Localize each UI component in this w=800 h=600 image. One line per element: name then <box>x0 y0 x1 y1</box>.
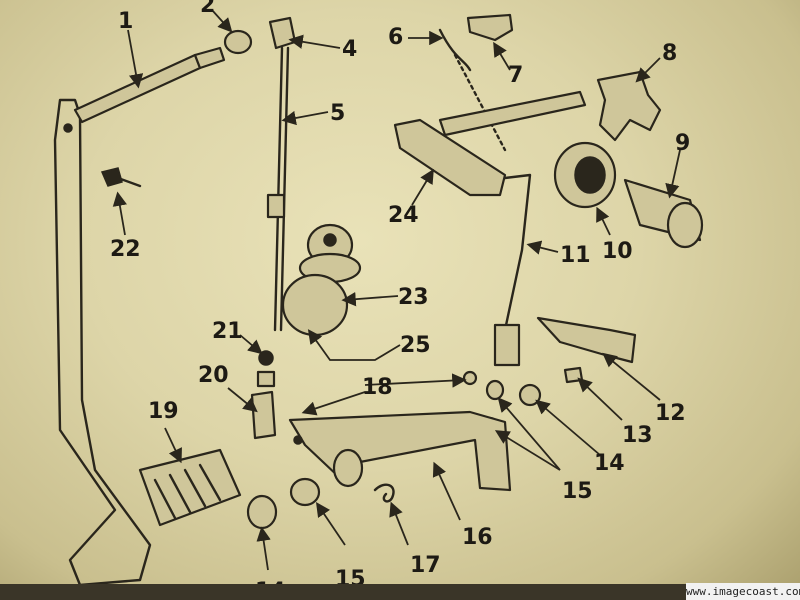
spring-part-6 <box>438 28 507 152</box>
label-10: 10 <box>602 239 633 264</box>
bolt-part-13 <box>563 366 584 384</box>
bearing-part-10 <box>553 141 617 209</box>
label-9: 9 <box>675 131 690 156</box>
watermark: www.imagecoast.com <box>686 583 800 600</box>
label-21: 21 <box>212 319 243 344</box>
washer-part-14b <box>246 494 278 530</box>
label-20: 20 <box>198 363 229 388</box>
label-6: 6 <box>388 25 403 50</box>
label-17: 17 <box>410 553 441 578</box>
label-23: 23 <box>398 285 429 310</box>
sleeve-part-9 <box>623 178 704 249</box>
label-19: 19 <box>148 399 179 424</box>
label-18: 18 <box>362 375 393 400</box>
clevis-part-20 <box>250 390 277 440</box>
bolt-part-22 <box>100 167 142 188</box>
label-14a: 14 <box>594 451 625 476</box>
label-7: 7 <box>508 63 523 88</box>
shaft-lever-part-24 <box>393 90 587 197</box>
bushing-part-15 <box>485 379 505 401</box>
clip-part-17 <box>373 483 395 503</box>
pedal-pad-part-19 <box>138 448 242 527</box>
rod-part-5 <box>266 16 297 332</box>
label-2: 2 <box>200 0 215 18</box>
label-24: 24 <box>388 203 419 228</box>
label-22: 22 <box>110 237 141 262</box>
fork-part-8 <box>596 70 662 142</box>
label-4: 4 <box>342 37 357 62</box>
label-25: 25 <box>400 333 431 358</box>
rod-clevis <box>493 323 521 367</box>
bushing-part-15c <box>289 477 321 507</box>
cylinder-part-23 <box>281 223 362 337</box>
label-8: 8 <box>662 41 677 66</box>
bracket-part-12 <box>536 316 637 364</box>
label-1: 1 <box>118 9 133 34</box>
nut-part-21 <box>258 350 274 366</box>
cross-shaft-part-16 <box>288 410 512 492</box>
bracket-part-7 <box>466 13 514 42</box>
label-11: 11 <box>560 243 591 268</box>
label-15a: 15 <box>562 479 593 504</box>
label-16: 16 <box>462 525 493 550</box>
page-bottom-edge <box>0 584 686 600</box>
washer-part-14 <box>518 383 542 407</box>
knob-part-2 <box>223 29 253 55</box>
label-12: 12 <box>655 401 686 426</box>
label-5: 5 <box>330 101 345 126</box>
label-13: 13 <box>622 423 653 448</box>
